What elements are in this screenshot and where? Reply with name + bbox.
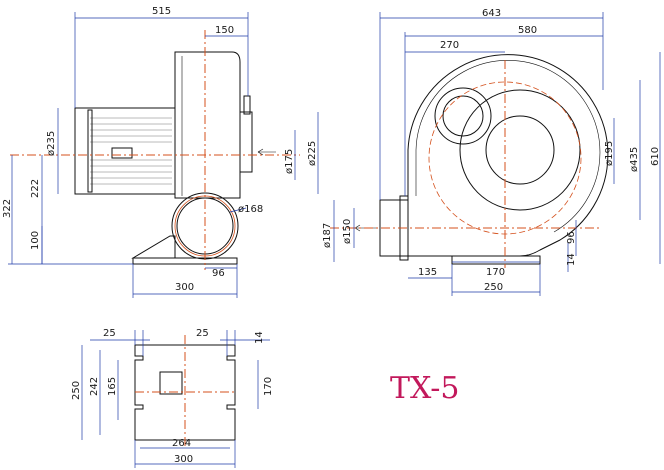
- dim-front-base-135: 135: [418, 267, 437, 278]
- terminal-box: [111, 147, 133, 159]
- side-dimension-lines: [8, 12, 319, 298]
- front-dimension-lines: [333, 12, 661, 296]
- dim-outlet-diameter: ø168: [238, 204, 263, 215]
- volute-outline: [407, 54, 609, 257]
- dim-front-width-580: 580: [518, 25, 537, 36]
- dim-front-outlet-150: ø150: [342, 219, 353, 244]
- dim-base-right-14: 14: [254, 331, 265, 344]
- blower-housing: [174, 51, 241, 199]
- dim-front-inlet-diameter: ø195: [604, 141, 615, 166]
- base-dimension-lines: [81, 330, 270, 468]
- dim-front-height-610: 610: [650, 147, 661, 166]
- dim-outlet-offset: 150: [215, 25, 234, 36]
- motor-end-cap: [87, 109, 93, 193]
- model-label: TX-5: [390, 371, 460, 406]
- dim-front-width-270: 270: [440, 40, 459, 51]
- dim-inlet-diameter: ø175: [284, 149, 295, 174]
- volute-inner-outline: [415, 60, 601, 233]
- dim-base-slot-right: 25: [196, 328, 209, 339]
- motor-mount-circle: [485, 115, 555, 185]
- dim-front-offset-14: 14: [566, 253, 577, 266]
- base-plate: [132, 257, 238, 265]
- inlet-arrow: [257, 148, 276, 156]
- dim-base-height-250: 250: [71, 381, 82, 400]
- dim-front-overall-width: 643: [482, 8, 501, 19]
- dim-base-width: 300: [175, 282, 194, 293]
- dim-base-width-264: 264: [172, 438, 191, 449]
- base-center-opening: [159, 371, 183, 395]
- impeller-circle: [459, 89, 581, 211]
- inlet-circle-outer: [434, 87, 492, 145]
- dim-motor-diameter: ø235: [46, 131, 57, 156]
- dim-height-total: 322: [2, 199, 13, 218]
- dim-front-outlet-187: ø187: [322, 223, 333, 248]
- dim-flange-diameter: ø225: [307, 141, 318, 166]
- motor-body: [74, 107, 176, 195]
- dim-front-base-170: 170: [486, 267, 505, 278]
- inlet-flange: [239, 111, 253, 173]
- inlet-circle-inner: [442, 95, 484, 137]
- dim-height-axis: 222: [30, 179, 41, 198]
- side-view: 515 150 ø235 ø175 ø225 ø168 96 322 222 1…: [2, 6, 319, 298]
- dim-base-height-165: 165: [107, 377, 118, 396]
- dim-base-height-242: 242: [89, 377, 100, 396]
- dim-front-diameter-435: ø435: [629, 147, 640, 172]
- dim-base-height-170: 170: [263, 377, 274, 396]
- dim-base-slot-left: 25: [103, 328, 116, 339]
- flange-lug: [243, 95, 251, 115]
- front-view: 643 580 270 610 ø435 ø195 96 14 ø187 ø15…: [322, 8, 661, 296]
- dim-overall-width: 515: [152, 6, 171, 17]
- dim-base-width-300: 300: [174, 454, 193, 465]
- motor-cooling-fins: [90, 117, 172, 185]
- dim-base-offset: 96: [212, 268, 225, 279]
- base-view: 25 25 14 250 242 165 170 264 300: [71, 328, 274, 468]
- dim-front-base-250: 250: [484, 282, 503, 293]
- front-base: [451, 255, 541, 265]
- dim-height-outlet: 100: [30, 231, 41, 250]
- dim-front-gap-96: 96: [566, 231, 577, 244]
- base-bracket: [131, 235, 176, 259]
